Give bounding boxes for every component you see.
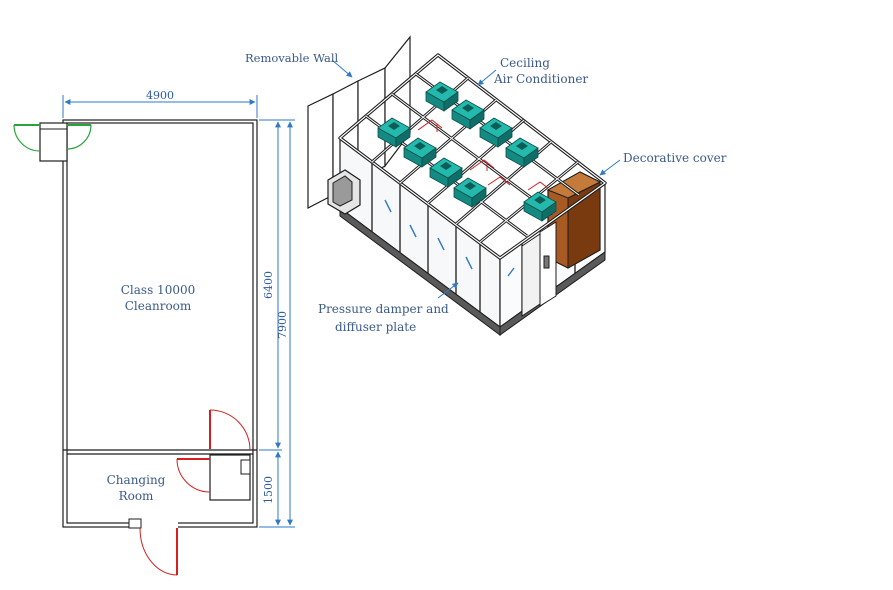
entry-door <box>521 221 557 317</box>
isometric-view: Removable Wall Ceciling Air Conditioner … <box>245 35 727 336</box>
ac-unit <box>505 137 539 168</box>
cleanroom-height-dimension: 6400 <box>262 271 275 299</box>
width-dimension: 4900 <box>146 89 174 102</box>
decorative-cover-label: Decorative cover <box>623 151 727 165</box>
floor-plan: 4900 6400 7900 1500 Class 10000 Cleanroo… <box>13 89 295 576</box>
pressure-damper-label-line2: diffuser plate <box>335 320 416 334</box>
ac-unit <box>429 157 463 188</box>
ac-unit <box>451 99 485 130</box>
top-left-pass-box <box>13 122 92 162</box>
ceiling-ac-label-line2: Air Conditioner <box>493 72 588 86</box>
green-door-arc-right <box>66 124 92 150</box>
leader-lines <box>331 59 621 299</box>
changing-height-dimension: 1500 <box>262 476 275 504</box>
inner-pass-box <box>176 409 251 501</box>
total-height-dimension: 7900 <box>276 311 289 339</box>
isometric-pass-box <box>327 169 361 215</box>
pass-box-bottom <box>128 518 142 529</box>
ac-unit <box>425 81 459 112</box>
cleanroom-label-line1: Class 10000 <box>121 283 195 297</box>
red-door-arc-mid <box>176 458 211 493</box>
green-door-arc-left <box>13 124 41 152</box>
ceiling-frame-inner <box>339 54 607 259</box>
dimension-lines <box>62 95 295 528</box>
ceiling-ac-label-line1: Ceciling <box>500 56 550 70</box>
changing-room-label-line2: Room <box>119 489 154 503</box>
ac-unit <box>403 137 437 168</box>
entrance-door <box>139 527 178 576</box>
pressure-damper-markings <box>417 119 549 191</box>
ac-unit <box>377 117 411 148</box>
ac-unit <box>453 177 487 208</box>
door-gap <box>140 520 178 530</box>
removable-wall-label: Removable Wall <box>245 51 339 65</box>
ceiling-ac-units <box>377 81 557 222</box>
pressure-damper-label-line1: Pressure damper and <box>318 302 449 316</box>
ac-unit <box>523 191 557 222</box>
cleanroom-label-line2: Cleanroom <box>125 299 192 313</box>
red-door-arc-top <box>209 409 251 451</box>
changing-room-label-line1: Changing <box>107 473 166 487</box>
ac-unit <box>479 117 513 148</box>
